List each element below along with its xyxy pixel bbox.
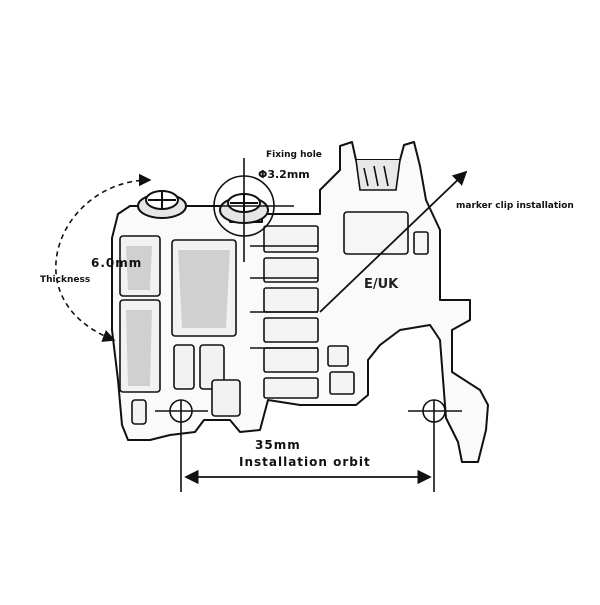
rail-width-label: 35mm — [255, 438, 301, 452]
brand-mark: E/UK — [364, 277, 399, 292]
fixing-hole-marker — [194, 158, 294, 262]
rail-label: Installation orbit — [239, 455, 371, 469]
thickness-value-label: 6.0mm — [91, 256, 143, 270]
fixing-diameter-label: Φ3.2mm — [258, 168, 310, 181]
marker-clip-label: marker clip installation — [456, 201, 574, 211]
screw-left — [137, 190, 187, 219]
thickness-label: Thickness — [40, 275, 91, 285]
marker-clip-arrow — [319, 170, 468, 313]
rail-circle-left — [155, 399, 208, 492]
rail-circle-right — [408, 399, 462, 492]
thickness-arc-arrow — [55, 173, 152, 342]
slot-guides — [250, 245, 318, 349]
fixing-hole-label: Fixing hole — [266, 150, 322, 160]
